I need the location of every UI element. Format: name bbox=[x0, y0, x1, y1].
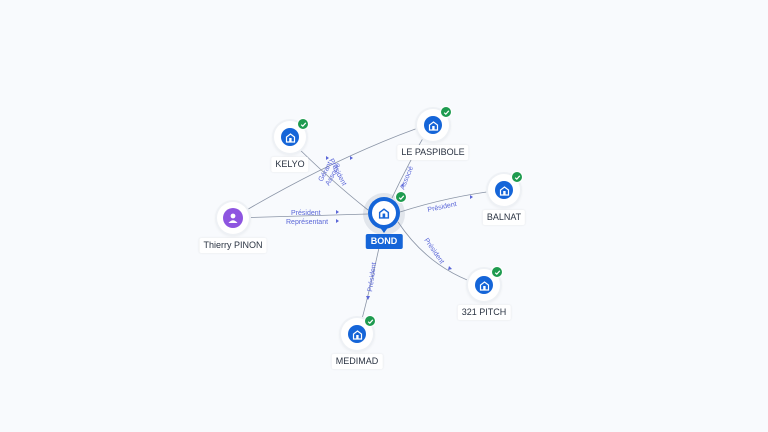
edge-label-pinon-bond-1: Président bbox=[291, 210, 321, 217]
node-label: BALNAT bbox=[482, 210, 526, 225]
edge-pinon-bond bbox=[232, 213, 369, 219]
node-label: MEDIMAD bbox=[331, 354, 383, 369]
node-label: LE PASPIBOLE bbox=[397, 145, 469, 160]
node-label: BOND bbox=[365, 234, 403, 249]
node-disc bbox=[341, 315, 376, 350]
verified-check-icon bbox=[364, 315, 376, 327]
node-label: KELYO bbox=[271, 157, 309, 172]
edge-label-bond-medimad: Président bbox=[367, 262, 378, 292]
edge-arrow-pitch bbox=[448, 266, 452, 270]
building-icon bbox=[475, 276, 493, 294]
edge-arrow-pinon-bond-2 bbox=[336, 219, 339, 223]
node-disc bbox=[274, 118, 309, 153]
person-icon bbox=[223, 208, 243, 228]
node-disc bbox=[217, 202, 249, 234]
map-pin-tail bbox=[379, 226, 389, 233]
node-disc bbox=[368, 191, 407, 229]
edge-arrow-balnat bbox=[470, 195, 473, 199]
verified-check-icon bbox=[440, 106, 452, 118]
node-label: 321 PITCH bbox=[457, 305, 511, 320]
node-label: Thierry PINON bbox=[199, 238, 267, 253]
verified-check-icon bbox=[297, 118, 309, 130]
node-disc bbox=[417, 106, 452, 141]
building-icon bbox=[424, 116, 442, 134]
building-icon bbox=[281, 128, 299, 146]
node-disc bbox=[488, 171, 523, 206]
edge-pinon-paspibole bbox=[232, 127, 419, 219]
edge-label-bond-pitch: Président bbox=[422, 237, 445, 265]
verified-check-icon bbox=[491, 266, 503, 278]
verified-check-icon bbox=[511, 171, 523, 183]
node-disc bbox=[468, 266, 503, 301]
edge-arrow-pinon-paspibole bbox=[350, 156, 353, 160]
building-icon bbox=[348, 325, 366, 343]
verified-check-icon bbox=[395, 191, 407, 203]
edge-arrow-kelyo bbox=[326, 156, 329, 160]
building-icon bbox=[495, 181, 513, 199]
edge-arrow-paspibole bbox=[401, 183, 404, 187]
edge-label-pinon-bond-2: Représentant bbox=[286, 219, 328, 226]
building-icon bbox=[372, 201, 396, 225]
edge-arrow-medimad bbox=[366, 296, 370, 300]
edge-arrow-pinon-bond bbox=[336, 210, 339, 214]
